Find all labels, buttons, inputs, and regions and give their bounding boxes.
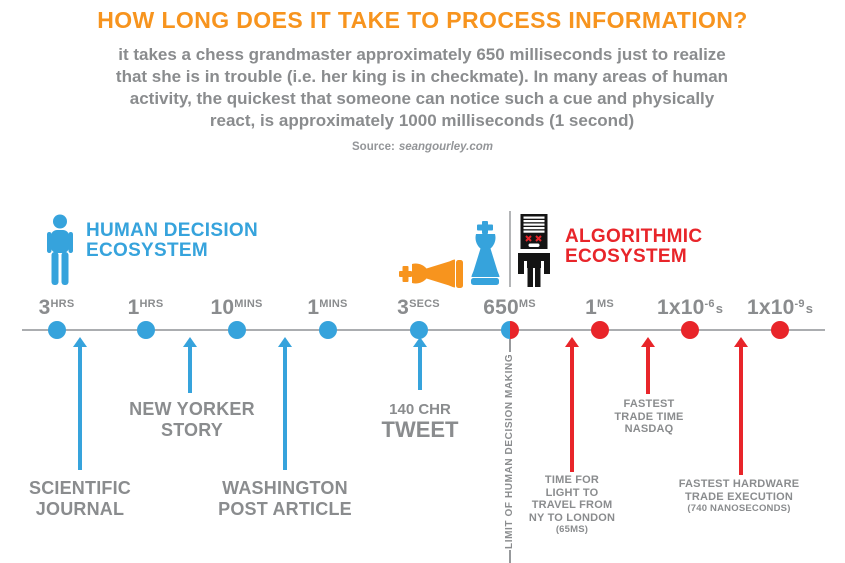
robot-icon <box>517 214 551 287</box>
human-ecosystem-line-2: ECOSYSTEM <box>86 240 208 261</box>
subtitle-line-3: activity, the quickest that someone can … <box>129 89 715 108</box>
source-value: seangourley.com <box>398 141 493 153</box>
tick-label-3secs: 3SECS <box>397 296 440 319</box>
light-travel-label: TIME FOR LIGHT TO TRAVEL FROM NY TO LOND… <box>528 474 616 535</box>
timeline-dot-1hrs <box>137 321 155 339</box>
light-travel-arrow <box>565 337 579 472</box>
tweet-label: 140 CHR TWEET <box>381 401 459 442</box>
timeline-dot-650ms <box>501 321 519 339</box>
nasdaq-arrow <box>641 337 655 394</box>
timeline-dot-3secs <box>410 321 428 339</box>
hardware-trade-label: FASTEST HARDWARE TRADE EXECUTION (740 NA… <box>678 478 800 514</box>
subtitle: it takes a chess grandmaster approximate… <box>92 44 752 132</box>
limit-line-segment-top <box>509 339 511 352</box>
timeline-dot-1e-9s <box>771 321 789 339</box>
new-yorker-label: NEW YORKER STORY <box>129 399 255 440</box>
scientific-journal-arrow <box>73 337 87 470</box>
tick-label-1ms: 1MS <box>585 296 614 319</box>
human-ecosystem-line-1: HUMAN DECISION <box>86 220 259 241</box>
tick-label-1e-6s: 1x10-6s <box>657 296 723 319</box>
subtitle-line-1: it takes a chess grandmaster approximate… <box>118 45 726 64</box>
nasdaq-label: FASTEST TRADE TIME NASDAQ <box>614 398 684 435</box>
tick-label-10mins: 10MINS <box>210 296 263 319</box>
page-title: HOW LONG DOES IT TAKE TO PROCESS INFORMA… <box>97 7 748 33</box>
tick-label-1hrs: 1HRS <box>127 296 164 319</box>
timeline-dot-1mins <box>319 321 337 339</box>
subtitle-line-2: that she is in trouble (i.e. her king is… <box>115 67 729 86</box>
ecosystem-divider <box>509 211 511 287</box>
tweet-arrow <box>413 337 427 390</box>
algorithmic-ecosystem-line-2: ECOSYSTEM <box>565 246 687 267</box>
algorithmic-ecosystem-label: ALGORITHMIC ECOSYSTEM <box>565 227 702 267</box>
source-credit: Source:seangourley.com <box>0 141 845 153</box>
chess-kings-icon <box>397 215 503 291</box>
tick-label-3hrs: 3HRS <box>38 296 75 319</box>
timeline-dot-1ms <box>591 321 609 339</box>
tick-label-650ms: 650MS <box>483 296 536 319</box>
source-label: Source: <box>352 141 395 153</box>
scientific-journal-label: SCIENTIFIC JOURNAL <box>28 478 131 519</box>
limit-line-segment-bottom <box>509 550 511 563</box>
person-icon <box>46 214 74 286</box>
human-ecosystem-label: HUMAN DECISION ECOSYSTEM <box>86 221 258 261</box>
washington-post-arrow <box>278 337 292 470</box>
timeline-dot-1e-6s <box>681 321 699 339</box>
tick-label-1mins: 1MINS <box>307 296 348 319</box>
hardware-trade-arrow <box>734 337 748 475</box>
tick-label-1e-9s: 1x10-9s <box>747 296 813 319</box>
timeline-dot-3hrs <box>48 321 66 339</box>
subtitle-line-4: react, is approximately 1000 millisecond… <box>209 111 635 130</box>
timeline-dot-10mins <box>228 321 246 339</box>
washington-post-label: WASHINGTON POST ARTICLE <box>218 478 352 519</box>
new-yorker-arrow <box>183 337 197 393</box>
algorithmic-ecosystem-line-1: ALGORITHMIC <box>565 226 703 247</box>
